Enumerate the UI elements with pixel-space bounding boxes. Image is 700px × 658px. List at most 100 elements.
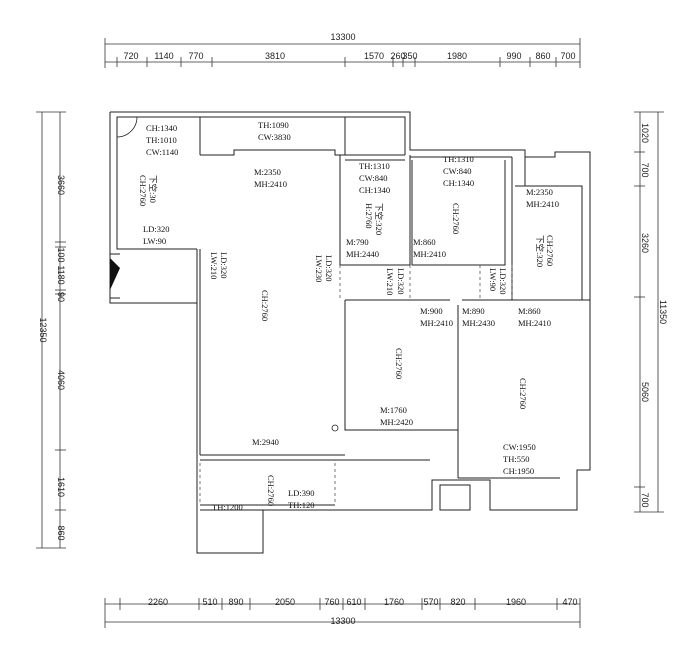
bottom-dim-4: 2050 xyxy=(275,597,295,607)
bed1-label: 下空:320 xyxy=(374,203,384,235)
living-label: LW:210 xyxy=(209,252,219,279)
top-total-dimension: 13300 xyxy=(330,32,355,42)
bed2-label: TH:1310 xyxy=(443,154,474,164)
living-label: CH:2760 xyxy=(260,290,270,321)
left-dim-2: 100 xyxy=(56,247,66,262)
dashed-lines xyxy=(199,265,513,505)
bottom-dim-8: 570 xyxy=(423,597,438,607)
right-room-label: CW:1950 xyxy=(503,442,536,452)
balcony-label: LD:390 xyxy=(288,488,314,498)
mid-room-label: M:900 xyxy=(420,306,443,316)
bottom-dim-2: 510 xyxy=(202,597,217,607)
bed2-label: LW:90 xyxy=(488,268,498,291)
living-label: M:2940 xyxy=(252,437,279,447)
entrance-arrow-icon xyxy=(110,258,120,290)
door-swing-icon xyxy=(116,116,138,138)
left-total-dimension: 12350 xyxy=(38,317,48,342)
bottom-dim-1: 2260 xyxy=(148,597,168,607)
right-room-label: CH:2760 xyxy=(518,378,528,409)
bottom-dim-11: 470 xyxy=(562,597,577,607)
top-dim-2: 1140 xyxy=(154,51,173,61)
bed1-label: MH:2440 xyxy=(346,249,379,259)
right-dim-2: 700 xyxy=(640,162,650,177)
right-room-label: M:860 xyxy=(518,306,541,316)
top-dim-7: 350 xyxy=(402,51,417,61)
column-marker-icon xyxy=(331,424,339,432)
r1-label: LW:90 xyxy=(143,236,166,246)
bed1-label: H:2760 xyxy=(364,203,374,229)
bed1-label: LW:210 xyxy=(385,268,395,295)
top-dim-9: 990 xyxy=(506,51,521,61)
bed2-label: M:860 xyxy=(413,237,436,247)
mid-room-label: CH:2760 xyxy=(394,348,404,379)
living-label: MH:2410 xyxy=(254,179,287,189)
bed1-label: CH:1340 xyxy=(359,185,390,195)
top-room-label: TH:1090 xyxy=(258,120,289,130)
living-label: LD:320 xyxy=(324,255,334,281)
r1-label: CW:1140 xyxy=(146,147,178,157)
top-dim-6: 260 xyxy=(390,51,405,61)
bed3-label: M:2350 xyxy=(526,187,553,197)
left-dim-7: 860 xyxy=(56,525,66,540)
left-dimensions xyxy=(36,111,66,549)
r1-label: CH:2760 xyxy=(138,175,148,206)
bed3-label: 下空:320 xyxy=(535,235,545,267)
balcony-label: TH:1200 xyxy=(212,502,243,512)
bed2-label: LD:320 xyxy=(498,268,508,294)
living-label: LD:320 xyxy=(219,252,229,278)
bed2-label: MH:2410 xyxy=(413,249,446,259)
right-total-dimension: 11350 xyxy=(658,300,668,324)
bed2-label: CW:840 xyxy=(443,166,472,176)
left-dim-6: 1610 xyxy=(56,477,66,497)
top-dim-8: 1980 xyxy=(447,51,467,61)
walls xyxy=(109,111,591,554)
bottom-dim-5: 760 xyxy=(324,597,339,607)
top-dim-3: 770 xyxy=(188,51,203,61)
bottom-dimensions xyxy=(104,598,581,628)
bed1-label: M:790 xyxy=(346,237,369,247)
top-dimensions xyxy=(104,38,581,68)
top-dim-11: 700 xyxy=(560,51,575,61)
right-dim-3: 3260 xyxy=(640,233,650,253)
door-label: MH:2430 xyxy=(462,318,495,328)
r1-label: LD:320 xyxy=(143,224,169,234)
door-label: M:890 xyxy=(462,306,485,316)
bottom-dim-7: 1760 xyxy=(384,597,404,607)
right-room-label: CH:1950 xyxy=(503,466,534,476)
right-room-label: MH:2410 xyxy=(518,318,551,328)
top-dim-4: 3810 xyxy=(265,51,285,61)
bed3-label: MH:2410 xyxy=(526,199,559,209)
top-dim-10: 860 xyxy=(535,51,550,61)
right-dim-1: 1020 xyxy=(640,123,650,143)
living-label: M:2350 xyxy=(254,167,281,177)
top-dim-1: 720 xyxy=(123,51,138,61)
bed2-label: CH:1340 xyxy=(443,178,474,188)
right-dimensions xyxy=(634,111,664,513)
mid-room-label: MH:2410 xyxy=(420,318,453,328)
left-dim-5: 4060 xyxy=(56,370,66,390)
r1-label: TH:1010 xyxy=(146,135,177,145)
bottom-dim-10: 1960 xyxy=(506,597,526,607)
left-dim-1: 3660 xyxy=(56,175,66,195)
bottom-total-dimension: 13300 xyxy=(330,616,355,626)
mid-room-label: M:1760 xyxy=(380,405,407,415)
left-dim-3: 1180 xyxy=(56,265,66,284)
bed1-label: LD:320 xyxy=(396,268,406,294)
top-dim-5: 1570 xyxy=(364,51,384,61)
bed2-label: CH:2760 xyxy=(451,203,461,234)
top-room-label: CW:3830 xyxy=(258,132,291,142)
bed1-label: CW:840 xyxy=(359,173,388,183)
bed1-label: TH:1310 xyxy=(359,161,390,171)
living-label: LW:230 xyxy=(314,255,324,282)
balcony-label: TH:120 xyxy=(288,500,314,510)
r1-label: CH:1340 xyxy=(146,123,177,133)
r1-label: 下空:30 xyxy=(148,175,158,203)
right-room-label: TH:550 xyxy=(503,454,529,464)
bottom-dim-3: 890 xyxy=(228,597,243,607)
mid-room-label: MH:2420 xyxy=(380,417,413,427)
right-dim-4: 5060 xyxy=(640,382,650,402)
balcony-label: CH:2760 xyxy=(266,475,276,506)
left-dim-4: 90 xyxy=(56,292,66,302)
bottom-dim-6: 610 xyxy=(346,597,361,607)
